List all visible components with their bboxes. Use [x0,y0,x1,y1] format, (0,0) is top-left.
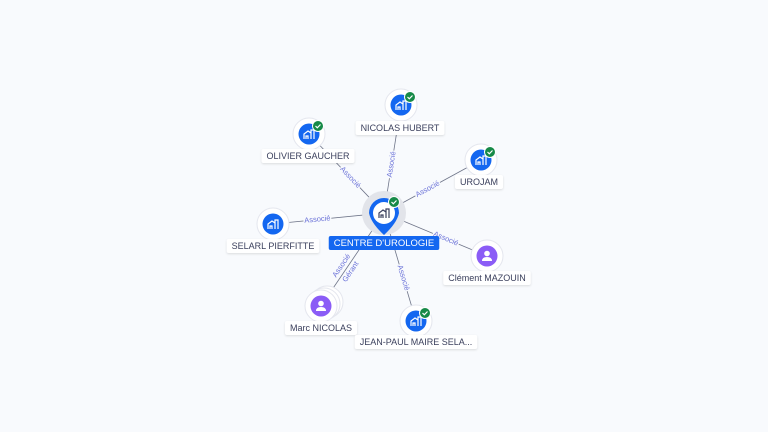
building-icon [303,129,315,139]
node-label: UROJAM [455,175,503,189]
nodes: NICOLAS HUBERT OLIVIER GAUCHER UROJAM SELAR… [226,88,531,349]
verified-check-icon [404,91,416,103]
node-label: NICOLAS HUBERT [355,121,445,135]
building-icon [395,100,407,110]
verified-check-icon [312,120,324,132]
edge-label: Associé [385,149,398,179]
node-label-text: JEAN-PAUL MAIRE SELA... [360,337,473,347]
person-icon [316,300,326,311]
edge-label-text: Associé [396,264,412,292]
node-jean-paul-maire[interactable]: JEAN-PAUL MAIRE SELA... [354,304,478,349]
edge-label-text: Associé [414,178,441,198]
node-label: OLIVIER GAUCHER [261,149,355,163]
node-label-text: UROJAM [460,177,498,187]
verified-check-icon [419,307,431,319]
node-nicolas-hubert[interactable]: NICOLAS HUBERT [355,88,445,135]
node-selarl-pierfitte[interactable]: SELARL PIERFITTE [226,207,320,253]
node-label-text: OLIVIER GAUCHER [266,151,350,161]
edge-label: Associé [413,178,442,199]
node-label: SELARL PIERFITTE [226,239,320,253]
edge-label-text: Associé [338,164,363,189]
building-icon [410,316,422,326]
node-label-text: SELARL PIERFITTE [232,241,315,251]
verified-check-icon [484,146,496,158]
edge-label-text: Associé [304,213,331,225]
edge-label: Associé [338,164,364,190]
building-icon [378,208,390,218]
center-label-text: CENTRE D'UROLOGIE [334,238,435,249]
verified-check-icon [388,196,400,208]
center-label: CENTRE D'UROLOGIE [328,236,440,250]
node-label: Clément MAZOUIN [443,271,531,285]
edge-label: Associé [303,213,332,225]
node-marc-nicolas[interactable]: Marc NICOLAS [284,285,358,335]
node-label: JEAN-PAUL MAIRE SELA... [354,335,478,349]
node-urojam[interactable]: UROJAM [455,143,503,189]
edge-label: Associé [396,263,412,292]
center-node[interactable]: CENTRE D'UROLOGIE [328,191,440,250]
edge-label-text: Associé [385,151,398,178]
node-olivier-gaucher[interactable]: OLIVIER GAUCHER [261,117,355,163]
node-label-text: Clément MAZOUIN [448,273,526,283]
node-clement-mazouin[interactable]: Clément MAZOUIN [443,239,531,285]
node-label-text: Marc NICOLAS [290,323,352,333]
person-icon [482,250,492,261]
building-icon [267,219,279,229]
node-label: Marc NICOLAS [284,321,358,335]
building-icon [475,155,487,165]
node-label-text: NICOLAS HUBERT [361,123,440,133]
